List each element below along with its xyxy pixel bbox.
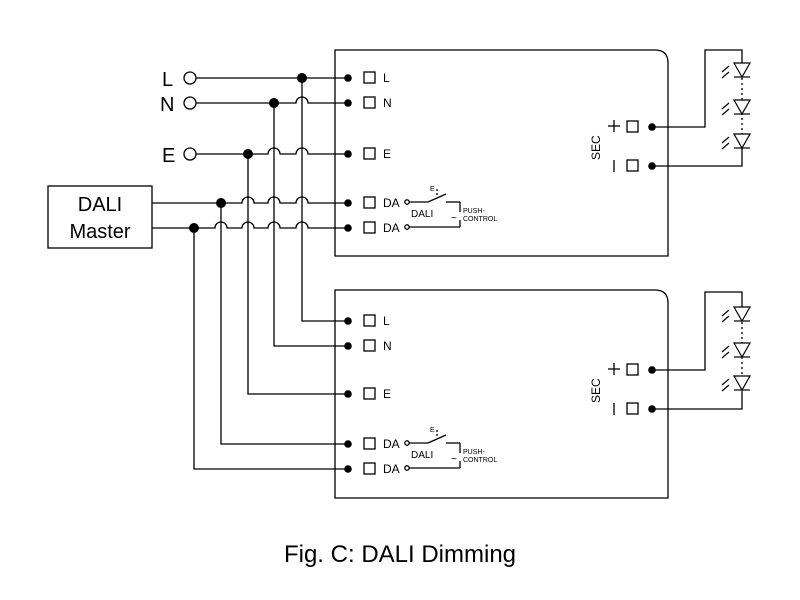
tilde-label: ~	[451, 213, 457, 224]
push-label: PUSH-	[463, 208, 485, 215]
terminal-label: DA	[383, 462, 400, 476]
source-terminal-l	[183, 71, 197, 85]
source-terminal-e	[183, 147, 197, 161]
master-line1: DALI	[78, 194, 122, 216]
control-label: CONTROL	[463, 457, 497, 464]
terminal-label: E	[383, 387, 391, 401]
led-icon	[721, 62, 752, 79]
terminal-label: DA	[383, 196, 400, 210]
led-icon	[721, 99, 752, 116]
label-n: N	[160, 94, 174, 116]
junction-dot	[297, 73, 307, 83]
junction-dot	[216, 198, 226, 208]
led-icon	[721, 375, 752, 392]
push-label: PUSH-	[463, 449, 485, 456]
driver-1-box	[334, 49, 669, 257]
terminal-label: N	[383, 339, 392, 353]
sec-label: SEC	[589, 378, 603, 403]
led-icon	[721, 306, 752, 323]
figure-caption: Fig. C: DALI Dimming	[284, 541, 516, 568]
master-line2: Master	[69, 221, 130, 243]
junction-dot	[189, 223, 199, 233]
terminal-label: DA	[383, 437, 400, 451]
switch-e-mark: E	[430, 186, 435, 193]
label-e: E	[162, 145, 175, 167]
terminal-label: L	[383, 314, 390, 328]
dali-switch-label: DALI	[411, 450, 433, 461]
terminal-label: E	[383, 147, 391, 161]
driver-2-box	[334, 289, 669, 499]
junction-dot	[243, 149, 253, 159]
junction-dot	[269, 98, 279, 108]
switch-e-mark: E	[430, 427, 435, 434]
led-icon	[721, 342, 752, 359]
terminal-label: DA	[383, 221, 400, 235]
control-label: CONTROL	[463, 216, 497, 223]
led-icon	[721, 133, 752, 150]
tilde-label: ~	[451, 454, 457, 465]
dali-switch-label: DALI	[411, 209, 433, 220]
dali-master-box	[47, 185, 153, 249]
label-l: L	[162, 69, 173, 91]
sec-label: SEC	[589, 135, 603, 160]
terminal-label: L	[383, 71, 390, 85]
terminal-label: N	[383, 96, 392, 110]
source-terminal-n	[183, 96, 197, 110]
